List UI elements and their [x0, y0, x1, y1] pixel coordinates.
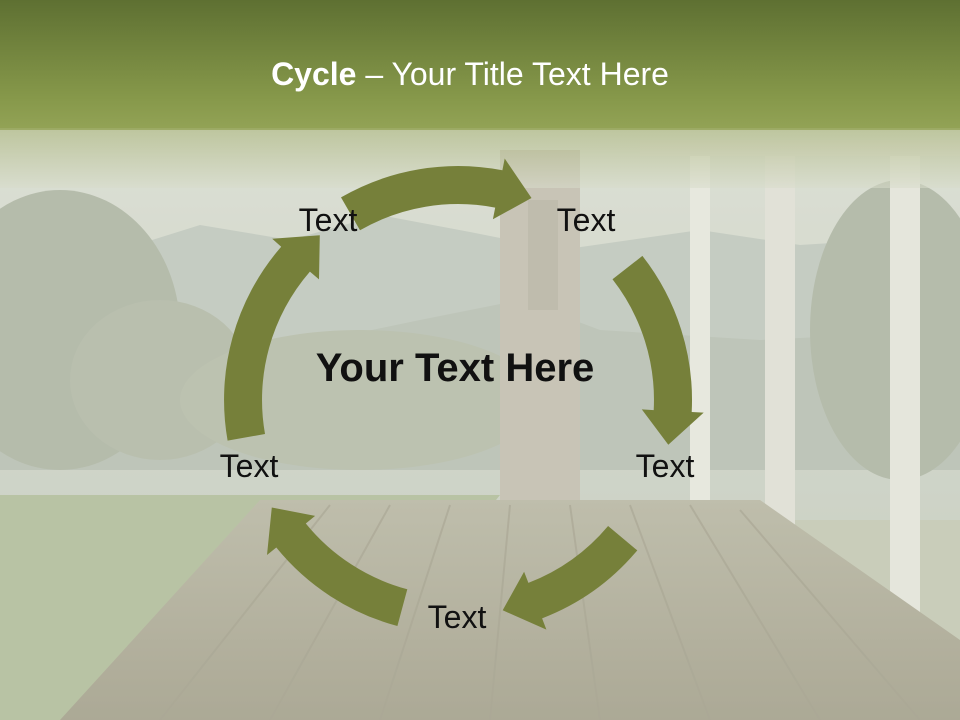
center-text: Your Text Here [315, 346, 595, 390]
title-rest: Your Title Text Here [391, 56, 669, 92]
arrow-lower-left [267, 507, 408, 626]
slide-title: Cycle – Your Title Text Here [0, 52, 940, 96]
arrow-upper-right [612, 255, 704, 445]
title-separator: – [356, 56, 392, 92]
title-bold: Cycle [271, 56, 357, 92]
node-label-top-left: Text [298, 202, 358, 238]
node-label-bottom: Text [427, 599, 487, 635]
arrow-upper-left [224, 235, 320, 441]
node-label-left: Text [219, 448, 279, 484]
arrow-lower-right [502, 526, 638, 630]
node-label-right: Text [635, 448, 695, 484]
node-label-top-right: Text [556, 202, 616, 238]
arrow-top [341, 158, 532, 231]
